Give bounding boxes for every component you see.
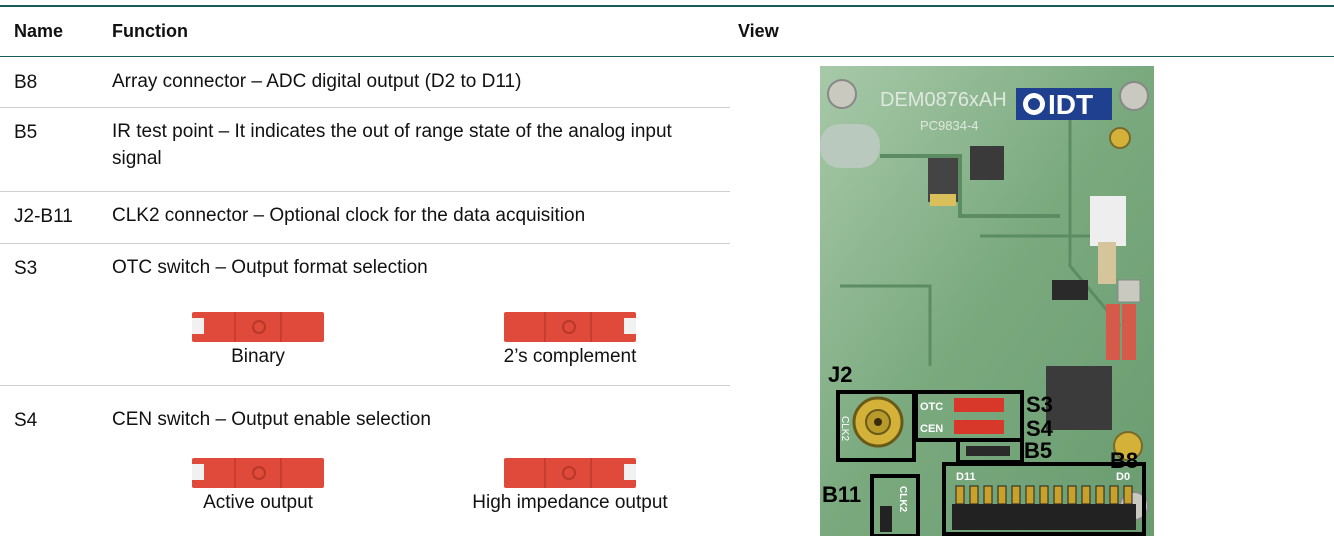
header-view: View	[738, 21, 779, 41]
board-drawing: IDT DEM0876xAH PC9834-4 CLK2 OTC CEN	[820, 66, 1154, 536]
switch-2s-complement-image	[504, 312, 636, 342]
header-name: Name	[14, 21, 64, 41]
row-function: IR test point – It indicates the out of …	[112, 121, 672, 169]
row-name: J2-B11	[14, 206, 73, 227]
label-b11: B11	[822, 482, 862, 507]
header-function: Function	[112, 21, 188, 41]
caption-active-output: Active output	[203, 492, 313, 513]
row-name: S4	[14, 410, 38, 431]
table-row: S4 CEN switch – Output enable selection …	[0, 386, 730, 534]
row-name: B5	[14, 122, 38, 143]
caption-high-impedance-output: High impedance output	[472, 492, 668, 513]
table-row: B8 Array connector – ADC digital output …	[0, 58, 730, 108]
caption-binary: Binary	[231, 346, 285, 367]
b11-box	[870, 474, 920, 536]
switch-high-impedance-image	[504, 458, 636, 488]
top-rule	[0, 5, 1334, 7]
label-s4: S4	[1026, 416, 1053, 441]
label-b8: B8	[1110, 448, 1139, 473]
silkscreen-subtitle: PC9834-4	[920, 118, 979, 133]
silk-cen: CEN	[920, 423, 943, 435]
switch-active-output-image	[192, 458, 324, 488]
screw-icon	[827, 79, 857, 109]
switch-binary-image	[192, 312, 324, 342]
silk-d11: D11	[956, 471, 976, 483]
table-row: B5 IR test point – It indicates the out …	[0, 108, 730, 192]
logo-text: IDT	[1048, 89, 1093, 120]
silkscreen-title: DEM0876xAH	[880, 89, 1007, 111]
screw-icon	[1119, 81, 1149, 111]
row-function: OTC switch – Output format selection	[112, 257, 428, 278]
row-function: CEN switch – Output enable selection	[112, 409, 431, 430]
label-j2: J2	[828, 362, 853, 387]
table-row: S3 OTC switch – Output format selection …	[0, 244, 730, 386]
silk-otc: OTC	[920, 401, 943, 413]
silk-clk2-b11: CLK2	[897, 486, 908, 513]
caption-2s-complement: 2’s complement	[503, 346, 637, 367]
row-function: CLK2 connector – Optional clock for the …	[112, 205, 586, 226]
row-name: S3	[14, 258, 38, 279]
row-function: Array connector – ADC digital output (D2…	[112, 71, 522, 92]
label-b5: B5	[1024, 438, 1053, 463]
table-row: J2-B11 CLK2 connector – Optional clock f…	[0, 192, 730, 244]
label-s3: S3	[1026, 392, 1053, 417]
b8-box	[942, 462, 1146, 536]
row-name: B8	[14, 72, 38, 93]
silk-clk2-j2: CLK2	[839, 416, 850, 441]
silk-d0: D0	[1116, 471, 1130, 483]
table-header: Name Function View	[0, 7, 1334, 57]
board-photo: IDT DEM0876xAH PC9834-4 CLK2 OTC CEN	[820, 66, 1154, 536]
